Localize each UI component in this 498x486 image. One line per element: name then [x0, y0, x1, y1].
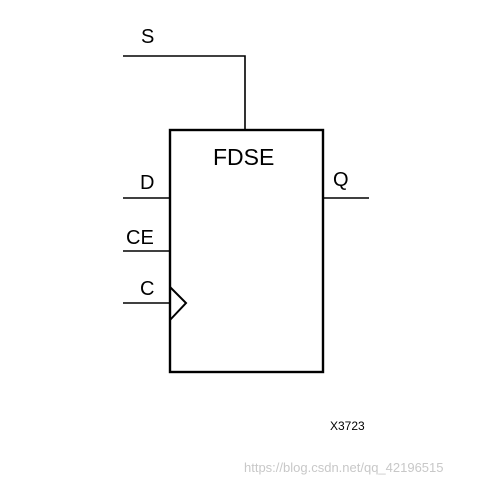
- ce-pin-label: CE: [126, 227, 154, 249]
- component-title: FDSE: [213, 144, 274, 170]
- c-pin-label: C: [140, 278, 154, 300]
- q-pin-label: Q: [333, 169, 349, 191]
- watermark-text: https://blog.csdn.net/qq_42196515: [244, 460, 444, 475]
- s-input-wire: [123, 55, 246, 130]
- figure-code-label: X3723: [330, 419, 365, 433]
- s-pin-label: S: [141, 26, 154, 48]
- d-pin-label: D: [140, 172, 154, 194]
- fdse-block: [168, 128, 325, 374]
- clock-edge-triangle-icon: [169, 286, 188, 321]
